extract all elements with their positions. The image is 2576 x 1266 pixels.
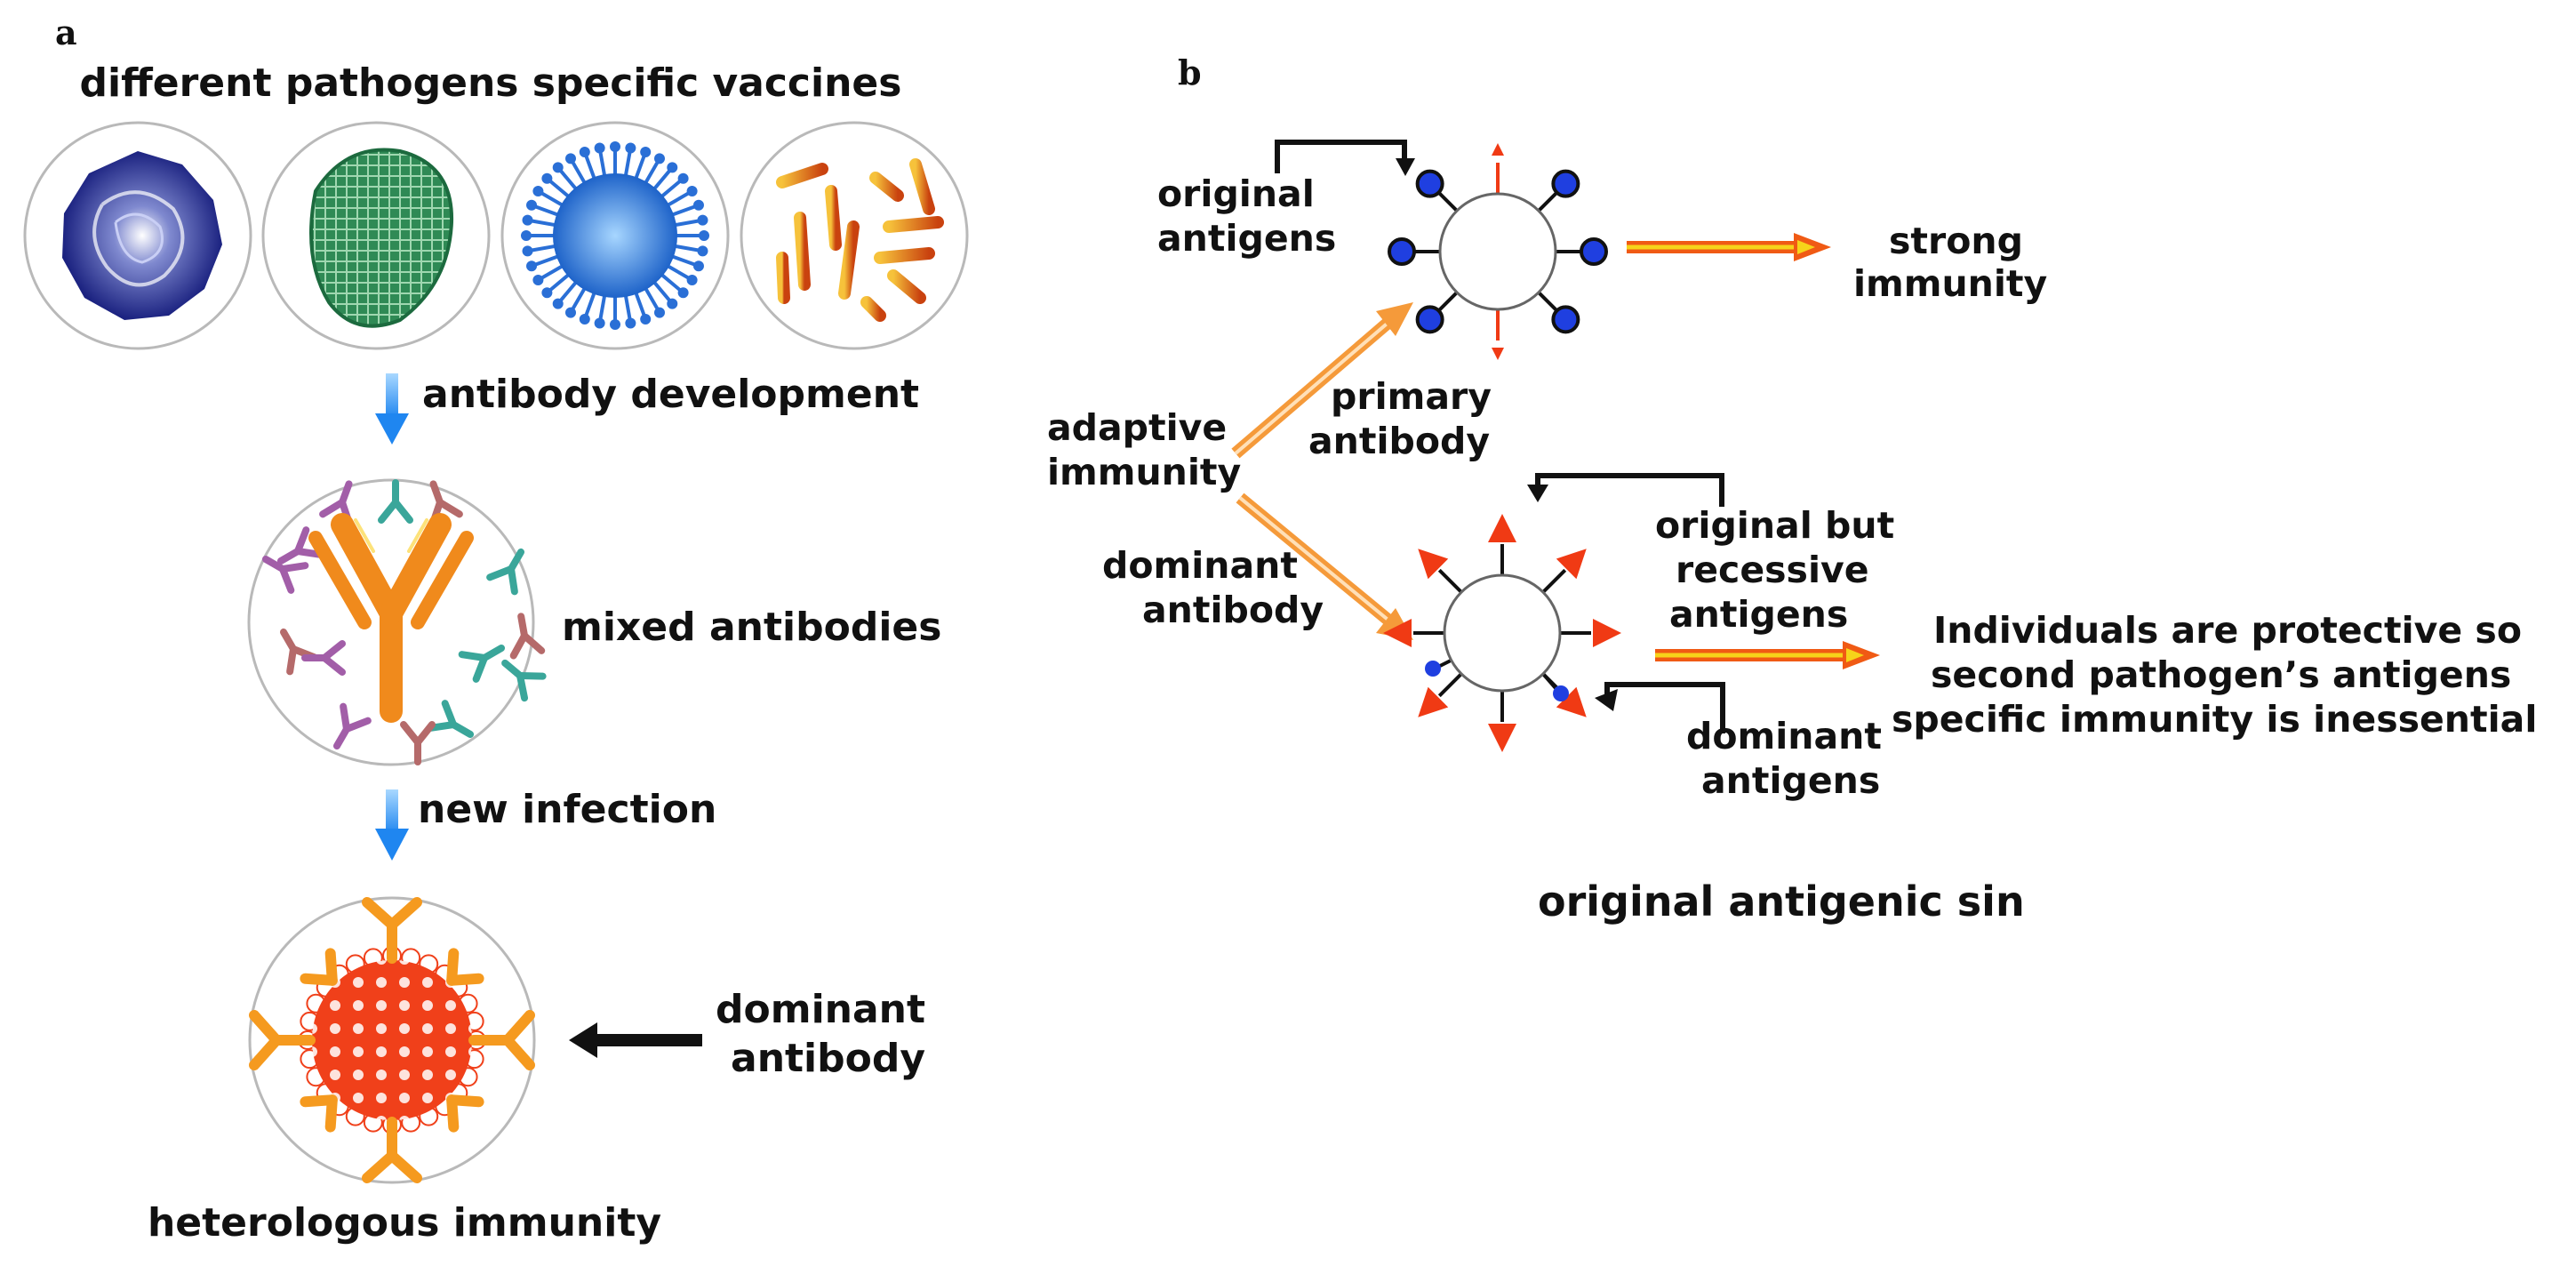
mixed-antibodies-circle (247, 478, 547, 766)
strong-immunity-arrow (1627, 233, 1831, 261)
original-antigens-label-2: antigens (1157, 217, 1336, 260)
dominant-antibody-label-a-1: dominant (716, 987, 925, 1032)
original-antigens-label-1: original (1157, 172, 1315, 215)
flow-arrow-2 (375, 789, 409, 861)
mixed-antibodies-label: mixed antibodies (562, 605, 941, 650)
pathogen-circle-4 (740, 121, 969, 350)
dominant-antigens-label-2: antigens (1701, 759, 1880, 802)
recessive-antigens-bracket (1527, 473, 1724, 507)
pathogen-circle-1 (23, 121, 252, 350)
protective-arrow (1655, 641, 1880, 669)
antibody-development-label: antibody development (422, 372, 919, 417)
conclusion-line-1: Individuals are protective so (1933, 609, 2522, 652)
top-cell (1388, 143, 1608, 360)
pathogen-circle-2 (261, 121, 491, 350)
primary-antibody-arrow (1231, 302, 1413, 459)
dominant-antigens-bracket (1595, 682, 1725, 733)
dominant-antibody-label-a-2: antibody (731, 1036, 925, 1081)
dominant-antibody-label-b-2: antibody (1142, 589, 1324, 631)
strong-immunity-label-2: immunity (1853, 262, 2047, 305)
dominant-antibody-label-b-1: dominant (1102, 544, 1298, 587)
bottom-cell (1383, 514, 1621, 752)
original-antigens-bracket (1275, 140, 1415, 176)
conclusion-line-3: specific immunity is inessential (1892, 698, 2537, 741)
dominant-antigens-label-1: dominant (1686, 715, 1882, 757)
dominant-antibody-arrow (569, 1022, 702, 1058)
adaptive-immunity-label-2: immunity (1047, 451, 1241, 493)
recessive-label-1: original but (1655, 504, 1894, 547)
original-antigenic-sin-caption: original antigenic sin (1538, 877, 2025, 925)
pathogen-circle-3 (500, 121, 730, 350)
recessive-label-2: recessive (1676, 549, 1869, 591)
heterologous-circle (248, 896, 536, 1184)
panel-a-title: different pathogens specific vaccines (80, 60, 902, 106)
flow-arrow-1 (375, 373, 409, 445)
heterologous-immunity-label: heterologous immunity (148, 1200, 661, 1246)
panel-b-letter: b (1178, 52, 1202, 92)
adaptive-immunity-label-1: adaptive (1047, 406, 1227, 449)
conclusion-line-2: second pathogen’s antigens (1931, 653, 2511, 696)
new-infection-label: new infection (418, 787, 716, 832)
primary-antibody-label-2: antibody (1308, 420, 1490, 462)
strong-immunity-label-1: strong (1889, 220, 2023, 262)
primary-antibody-label-1: primary (1331, 375, 1492, 418)
panel-a-letter: a (55, 12, 77, 52)
recessive-label-3: antigens (1669, 593, 1848, 636)
